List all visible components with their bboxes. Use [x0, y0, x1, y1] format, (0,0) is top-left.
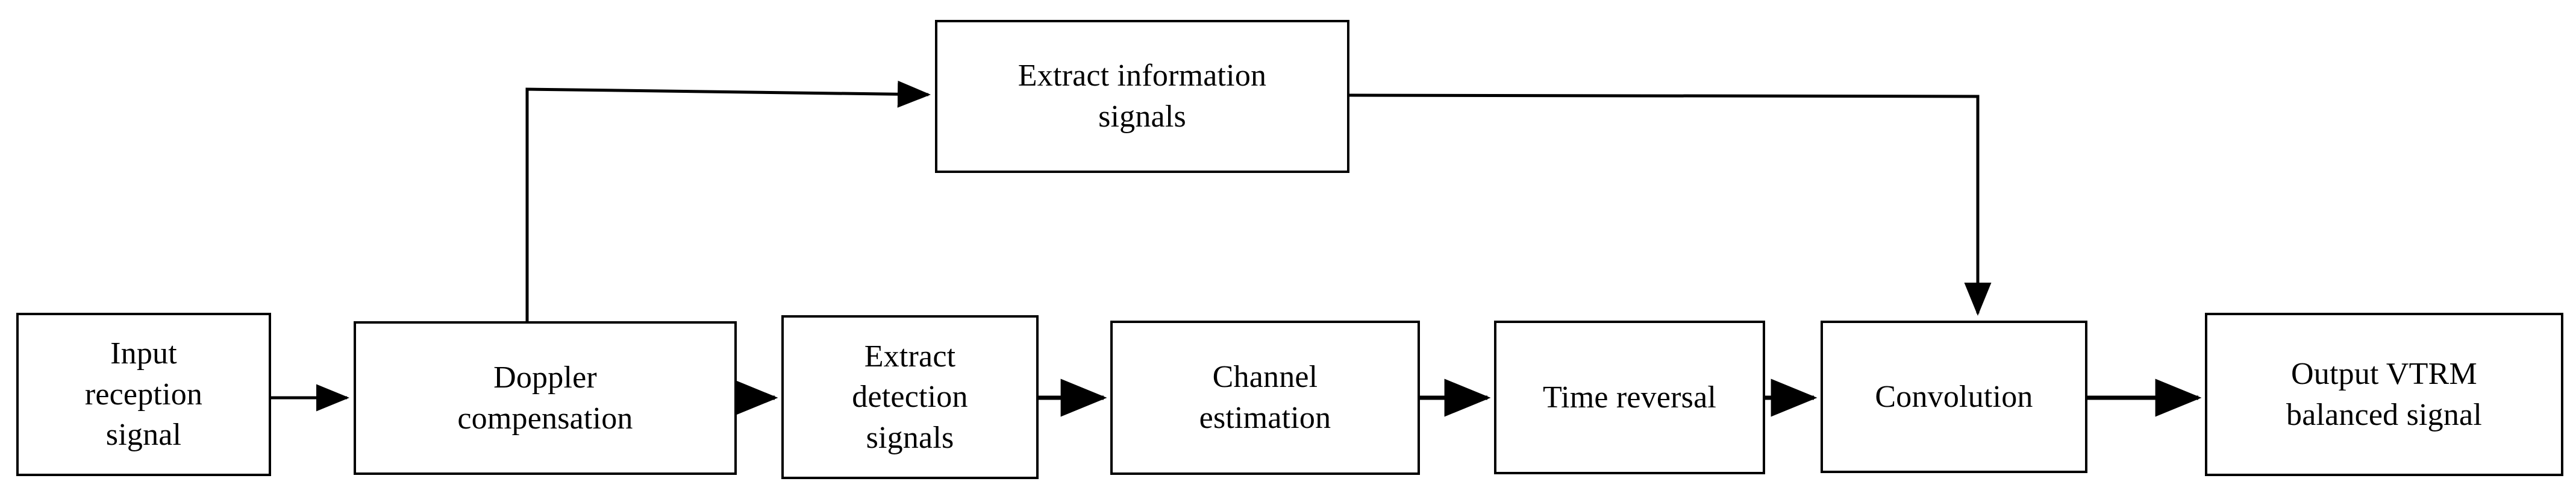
node-label-extract-detection-signals: Extract detection signals: [852, 339, 968, 455]
node-extract-information-signals[interactable]: Extract information signals: [935, 20, 1349, 173]
connector-extract-information-to-convolution: [1349, 93, 1992, 316]
node-input-reception-signal[interactable]: Input reception signal: [16, 313, 271, 476]
node-channel-estimation[interactable]: Channel estimation: [1110, 321, 1420, 475]
node-label-output-vtrm-balanced-signal: Output VTRM balanced signal: [2286, 356, 2482, 432]
node-convolution[interactable]: Convolution: [1821, 321, 2087, 473]
node-label-input-reception-signal: Input reception signal: [84, 336, 203, 453]
node-doppler-compensation[interactable]: Doppler compensation: [354, 321, 737, 475]
node-extract-detection-signals[interactable]: Extract detection signals: [781, 315, 1039, 479]
node-label-time-reversal: Time reversal: [1542, 380, 1717, 415]
connector-doppler-to-extract-information: [525, 80, 931, 321]
node-label-doppler-compensation: Doppler compensation: [457, 360, 633, 436]
node-time-reversal[interactable]: Time reversal: [1494, 321, 1765, 474]
node-label-extract-information-signals: Extract information signals: [1018, 58, 1267, 134]
node-label-channel-estimation: Channel estimation: [1199, 360, 1331, 435]
node-label-convolution: Convolution: [1875, 379, 2033, 414]
node-output-vtrm-balanced-signal[interactable]: Output VTRM balanced signal: [2205, 313, 2563, 476]
